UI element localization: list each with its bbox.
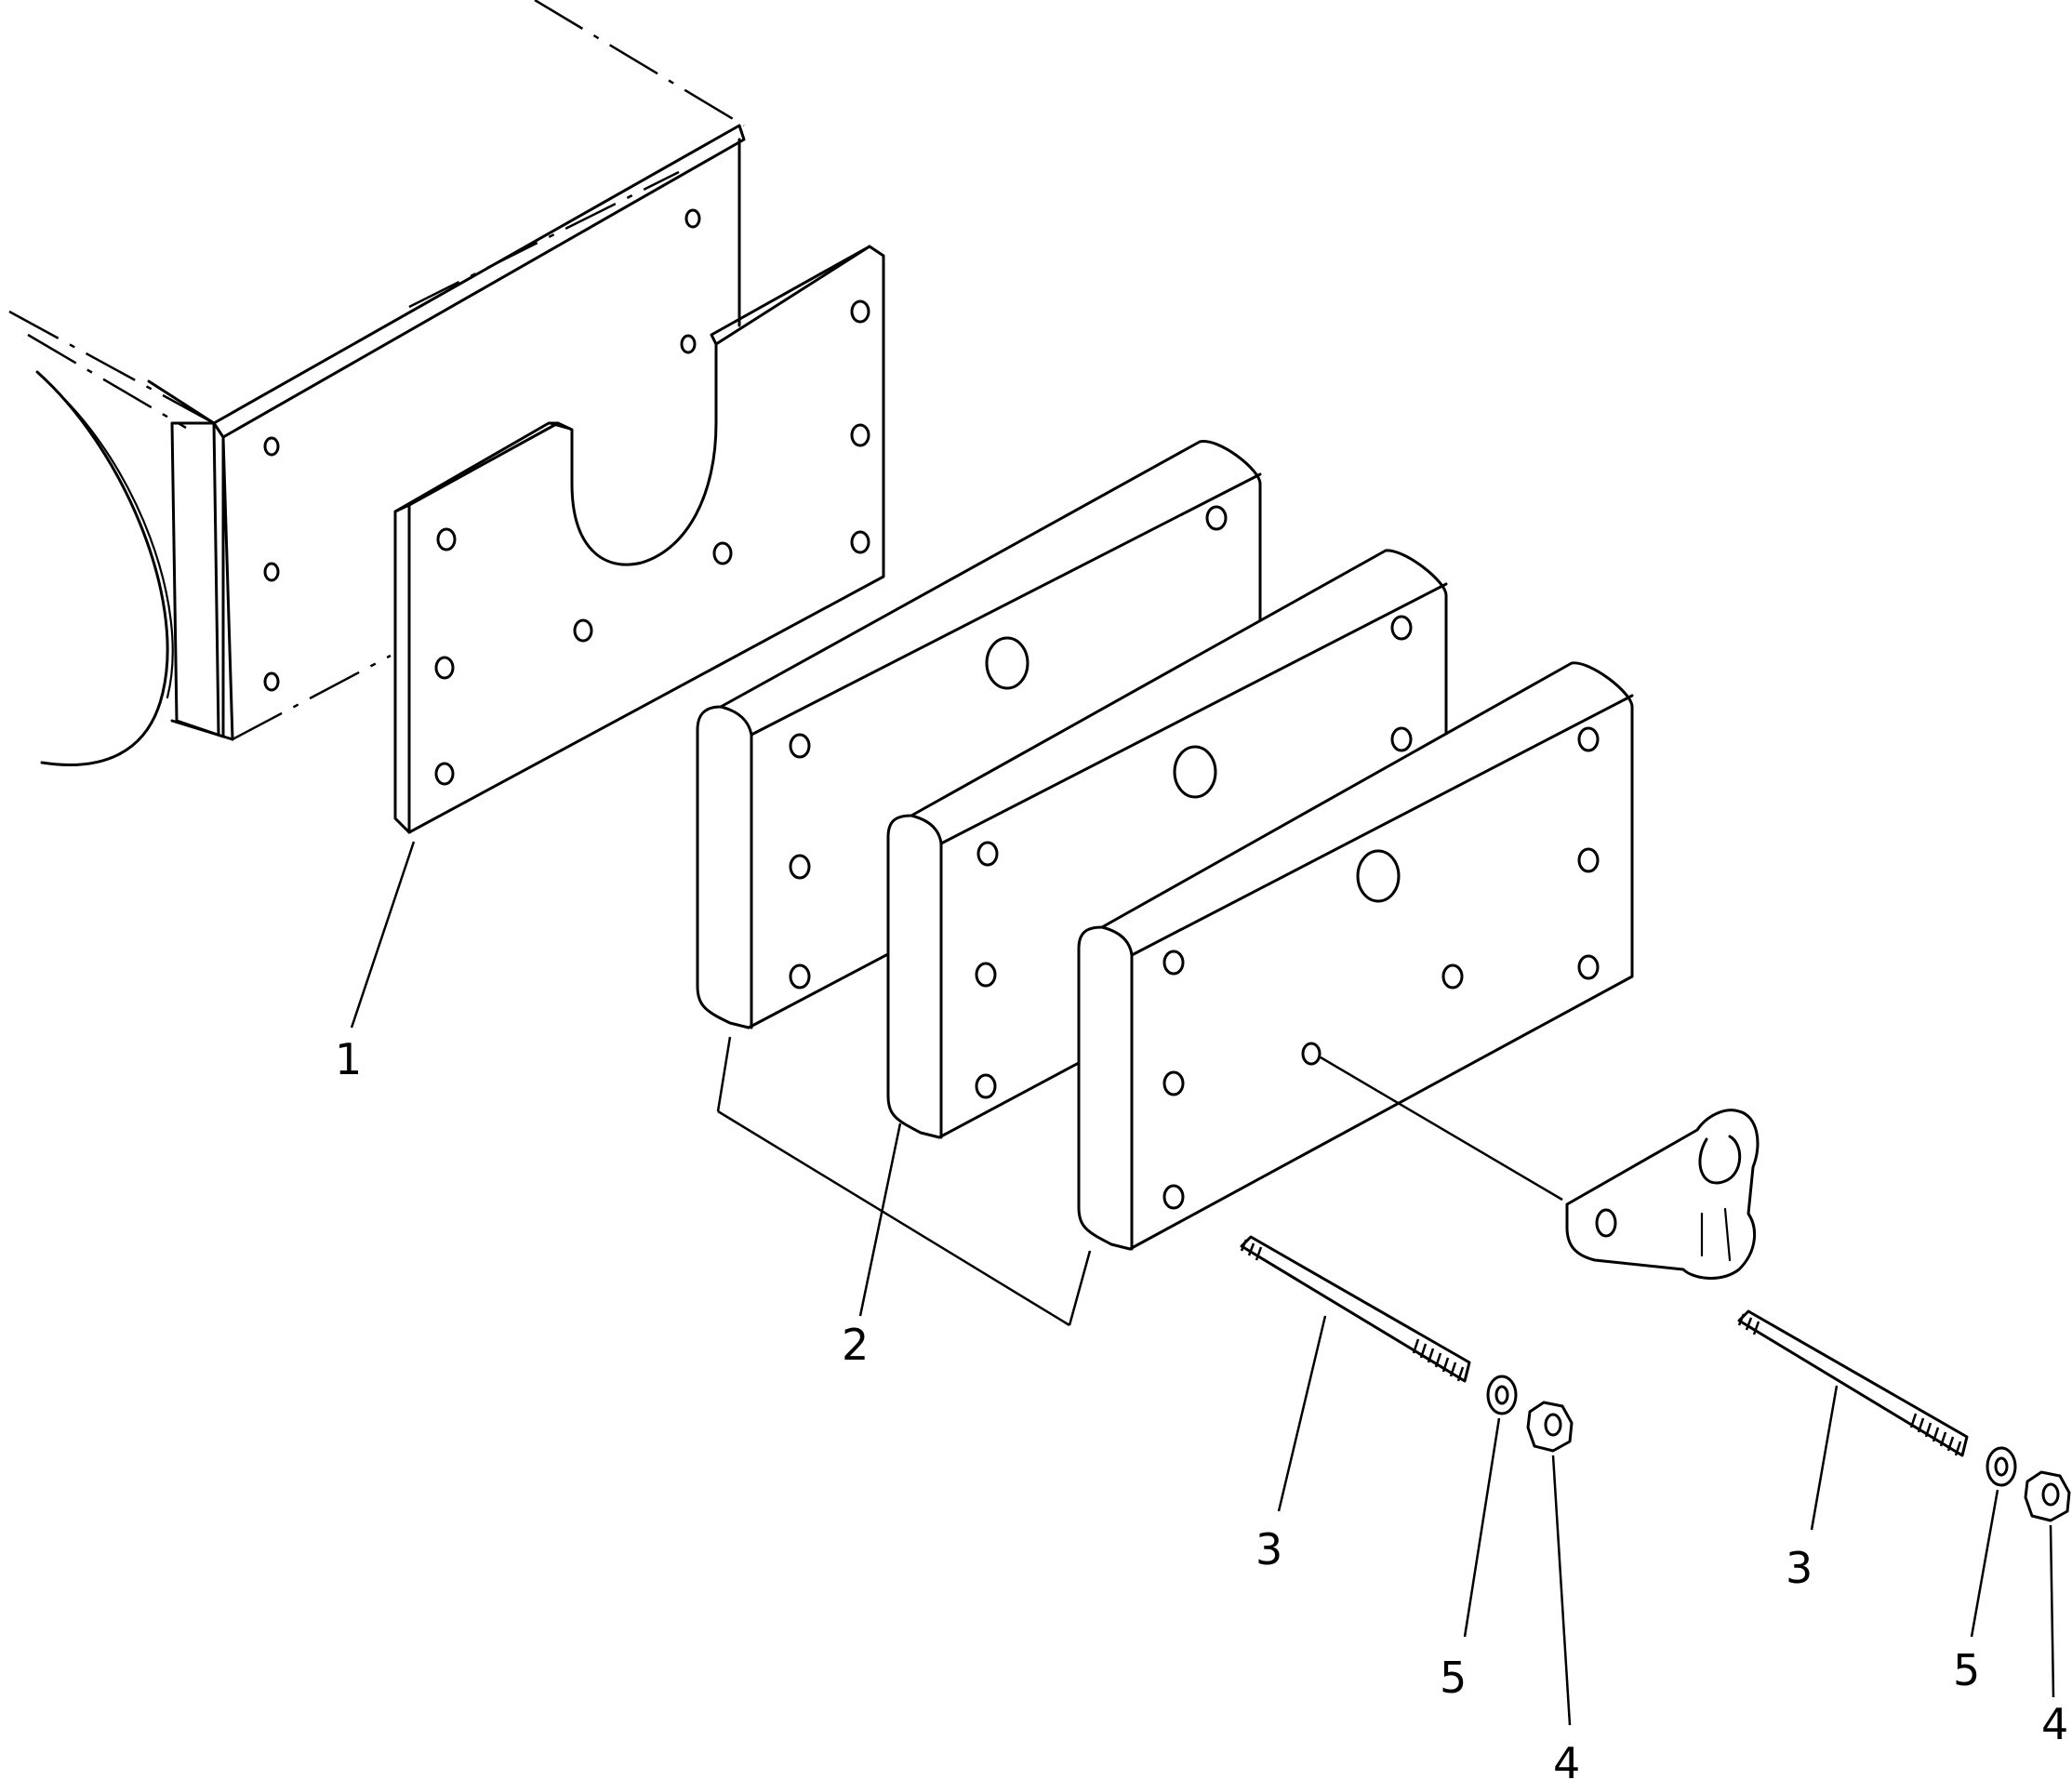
leader-lines	[350, 841, 2055, 1726]
block-hole	[1390, 726, 1413, 752]
block-hole	[1577, 954, 1600, 980]
block-center-hole	[1173, 745, 1217, 799]
washer-left	[1486, 1375, 1518, 1415]
housing-hole	[680, 334, 697, 354]
bracket-hole	[1595, 1208, 1617, 1238]
plate-hole	[850, 423, 870, 447]
part-2-weight-block-b	[886, 549, 1448, 1139]
plate-hole	[573, 618, 593, 643]
plate-hole	[850, 530, 870, 554]
block-hole	[789, 854, 811, 880]
part-1-mounting-plate	[393, 245, 885, 834]
block-hole	[789, 963, 811, 990]
hex-nut-right	[2024, 1470, 2071, 1522]
hex-nut-left	[1526, 1401, 1574, 1453]
stud-bolt-left	[1240, 1235, 1471, 1383]
block-hole	[789, 733, 811, 759]
callout-1: 1	[335, 1034, 362, 1084]
block-center-hole	[985, 636, 1029, 690]
housing-hole	[263, 671, 280, 692]
callout-3-left: 3	[1255, 1524, 1282, 1574]
frame-housing	[8, 0, 746, 766]
plate-hole	[850, 299, 870, 324]
block-hole	[976, 841, 999, 867]
part-2-weight-block-c	[1077, 661, 1634, 1251]
part-2-weight-block-a	[696, 440, 1262, 1029]
housing-hole	[684, 208, 701, 229]
callout-5-right: 5	[1953, 1645, 1980, 1695]
block-hole	[1301, 1042, 1322, 1066]
washer-right	[1986, 1446, 2017, 1487]
block-hole	[1162, 1184, 1185, 1210]
block-hole	[975, 962, 997, 988]
hook-bracket	[1320, 1056, 1760, 1280]
callout-2: 2	[842, 1320, 869, 1370]
callout-4-right: 4	[2041, 1699, 2068, 1749]
block-center-hole	[1356, 849, 1401, 903]
block-hole	[1441, 963, 1464, 990]
block-hole	[975, 1073, 997, 1099]
housing-hole	[263, 562, 280, 582]
block-hole	[1205, 505, 1228, 531]
block-hole	[1390, 615, 1413, 641]
callout-4-left: 4	[1553, 1738, 1580, 1780]
housing-hole	[263, 436, 280, 457]
plate-hole	[434, 656, 455, 680]
callout-5-left: 5	[1440, 1653, 1467, 1703]
callout-3-right: 3	[1786, 1543, 1813, 1593]
plate-hole	[712, 541, 733, 565]
plate-hole	[434, 762, 455, 786]
block-hole	[1577, 847, 1600, 873]
block-hole	[1162, 1070, 1185, 1096]
block-hole	[1577, 726, 1600, 752]
callout-labels: 1 2 3 3 4 4 5 5	[335, 1034, 2068, 1780]
plate-hole	[436, 527, 457, 551]
block-hole	[1162, 950, 1185, 976]
stud-bolt-right	[1737, 1309, 1969, 1457]
